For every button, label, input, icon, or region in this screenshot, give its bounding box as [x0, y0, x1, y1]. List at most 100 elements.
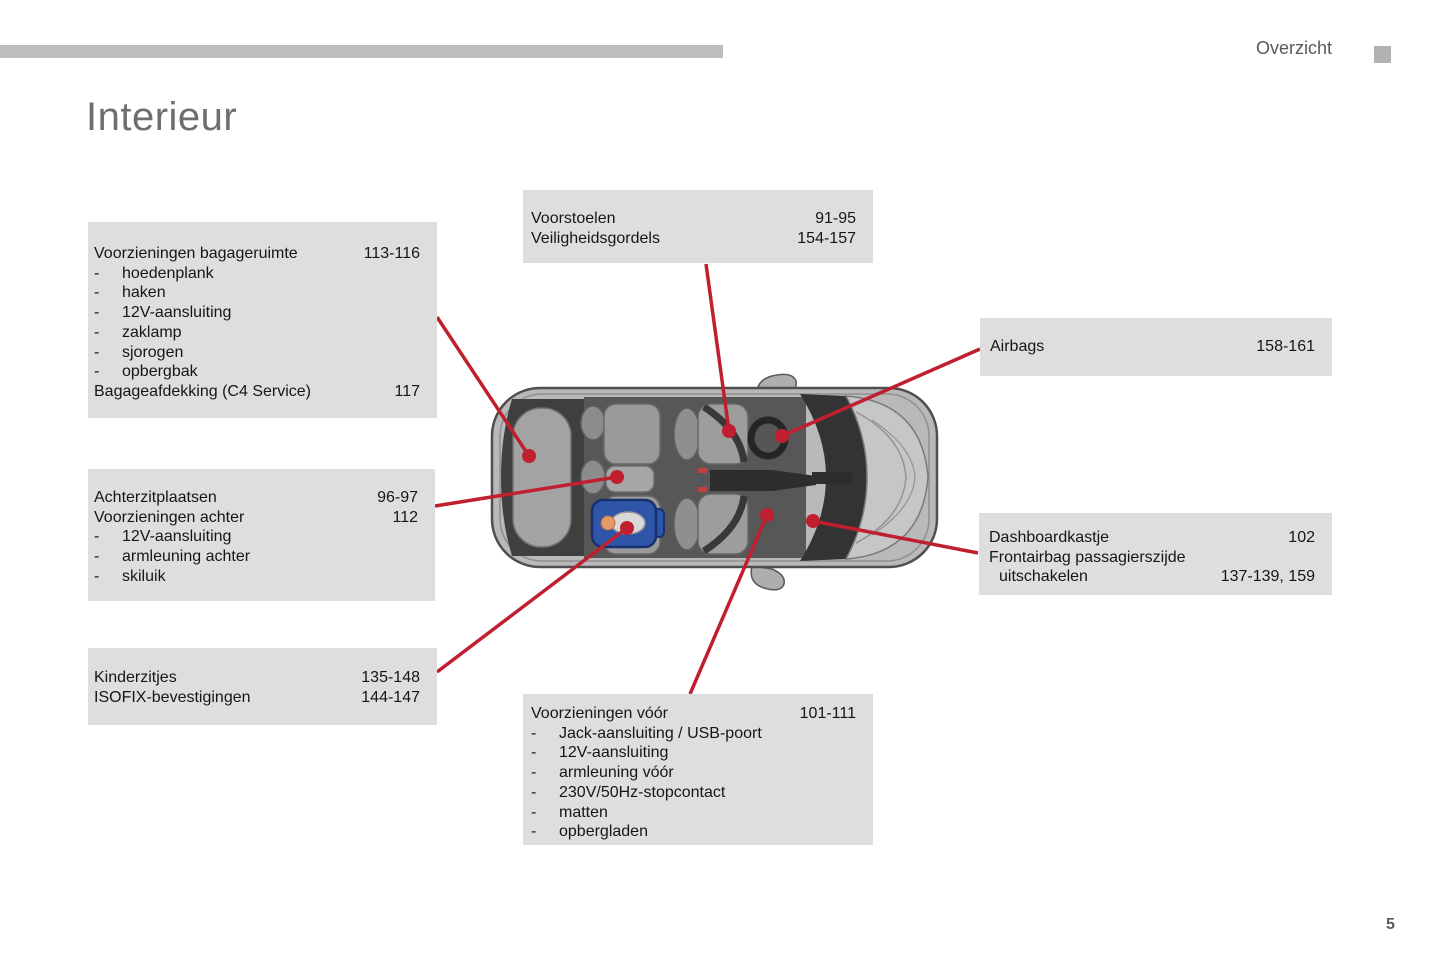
callout-row: Frontairbag passagierszijde	[989, 548, 1315, 568]
callout-label: Bagageafdekking (C4 Service)	[94, 382, 312, 400]
callout-pages: 144-147	[361, 688, 420, 706]
callout-row: - opbergladen	[531, 822, 856, 842]
callout-line-bagageruimte	[435, 316, 531, 457]
front-seat-top	[673, 403, 749, 465]
callout-pages: 96-97	[377, 489, 418, 506]
callout-label: 230V/50Hz-stopcontact	[559, 783, 726, 801]
callout-line-achterzitplaatsen	[434, 475, 618, 508]
page-title: Interieur	[86, 95, 238, 139]
callout-label: uitschakelen	[999, 568, 1088, 586]
callout-label: Frontairbag passagierszijde	[989, 548, 1186, 566]
bullet-dash: -	[94, 264, 100, 282]
bullet-dash: -	[531, 764, 537, 782]
callout-dot-bagageruimte	[522, 449, 536, 463]
callout-label: Voorzieningen vóór	[531, 705, 668, 722]
bullet-dash: -	[531, 803, 537, 821]
callout-label: Dashboardkastje	[989, 529, 1110, 546]
callout-box-voorzieningen-voor: Voorzieningen vóór 101-111 - Jack-aansluiti…	[523, 694, 873, 845]
callout-label: opbergbak	[122, 363, 198, 381]
callout-label: Airbags	[990, 338, 1045, 355]
callout-label: Achterzitplaatsen	[94, 489, 217, 506]
header-bar	[0, 45, 723, 58]
callout-row: -12V-aansluiting	[531, 743, 856, 763]
callout-lines	[434, 263, 981, 695]
callout-pages: 102	[1288, 529, 1315, 546]
callout-row: - skiluik	[94, 567, 418, 587]
hood	[844, 395, 929, 560]
callout-dot-kinderzitjes	[620, 521, 634, 535]
callout-row: - armleuning vóór	[531, 763, 856, 783]
callout-row: Voorstoelen 91-95	[531, 209, 856, 229]
callout-label: hoedenplank	[122, 264, 214, 282]
callout-label: 12V-aansluiting	[559, 744, 669, 762]
bullet-dash: -	[531, 783, 537, 801]
callout-box-bagageruimte: Voorzieningen bagageruimte 113-116 - hoeden…	[88, 222, 437, 418]
callout-dots	[522, 424, 820, 535]
bullet-dash: -	[94, 284, 100, 302]
callout-line-voorzieningen-voor	[688, 514, 769, 695]
callout-label: haken	[122, 284, 166, 302]
callout-label: matten	[559, 803, 608, 821]
callout-pages: 91-95	[815, 210, 856, 227]
callout-label: Voorzieningen bagageruimte	[94, 245, 298, 262]
callout-pages: 137-139, 159	[1220, 568, 1315, 586]
callout-row: - Jack-aansluiting / USB-poort	[531, 724, 856, 744]
callout-label: armleuning vóór	[559, 764, 674, 782]
callout-line-dashboardkastje	[812, 519, 979, 555]
center-console	[698, 468, 852, 492]
front-seat-bottom	[673, 493, 749, 555]
callout-row: Voorzieningen vóór 101-111	[531, 704, 856, 724]
callout-row: uitschakelen 137-139, 159	[989, 567, 1315, 587]
callout-dot-airbags	[775, 429, 789, 443]
callout-row: - hoedenplank	[94, 264, 420, 284]
callout-row: -opbergbak	[94, 362, 420, 382]
callout-label: Voorzieningen achter	[94, 508, 245, 526]
section-label: Overzicht	[1255, 38, 1332, 58]
callout-dot-achterzitplaatsen	[610, 470, 624, 484]
callout-label: sjorogen	[122, 343, 184, 361]
mirror-bottom-icon	[750, 565, 785, 591]
callout-dot-voorzieningen-voor	[760, 508, 774, 522]
callout-label: opbergladen	[559, 823, 648, 841]
callout-pages: 117	[394, 382, 420, 400]
callout-label: Kinderzitjes	[94, 669, 177, 686]
callout-row: - haken	[94, 283, 420, 303]
bullet-dash: -	[94, 304, 100, 322]
callout-row: Voorzieningen bagageruimte 113-116	[94, 244, 420, 264]
callout-label: Jack-aansluiting / USB-poort	[559, 724, 762, 742]
callout-label: Veiligheidsgordels	[531, 229, 660, 247]
callout-label: zaklamp	[122, 323, 182, 341]
callout-row: -12V-aansluiting	[94, 527, 418, 547]
bullet-dash: -	[531, 724, 537, 742]
bullet-dash: -	[94, 323, 100, 341]
callout-row: -armleuning achter	[94, 547, 418, 567]
callout-row: ISOFIX-bevestigingen 144-147	[94, 688, 420, 708]
callout-label: ISOFIX-bevestigingen	[94, 688, 251, 706]
callout-row: - zaklamp	[94, 323, 420, 343]
callout-line-airbags	[781, 347, 981, 438]
callout-label: armleuning achter	[122, 548, 251, 566]
callout-label: Voorstoelen	[531, 210, 616, 227]
trunk-area	[501, 399, 586, 556]
bullet-dash: -	[531, 823, 537, 841]
callout-pages: 101-111	[799, 705, 856, 722]
callout-dot-dashboardkastje	[806, 514, 820, 528]
bullet-dash: -	[94, 343, 100, 361]
section-tab-marker	[1374, 46, 1391, 63]
callout-row: - sjorogen	[94, 343, 420, 363]
callout-label: skiluik	[122, 567, 166, 585]
bullet-dash: -	[94, 567, 100, 585]
callout-pages: 113-116	[363, 245, 420, 262]
callout-row: Dashboardkastje 102	[989, 528, 1315, 548]
callout-row: -12V-aansluiting	[94, 303, 420, 323]
